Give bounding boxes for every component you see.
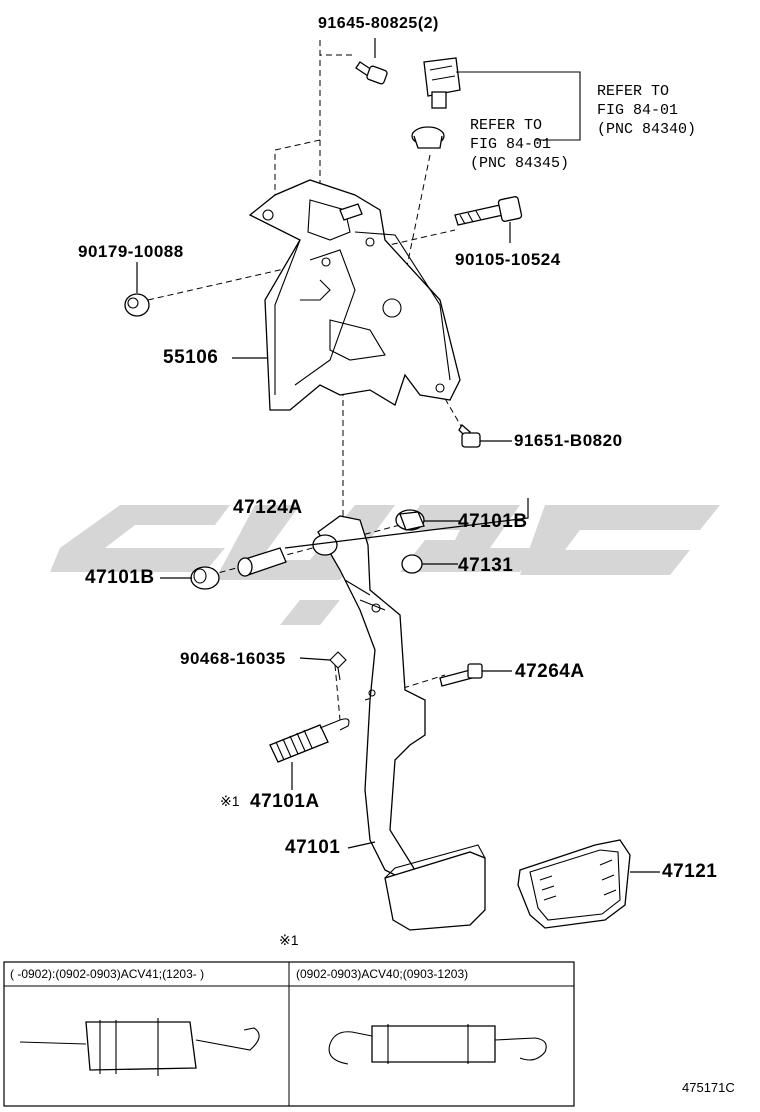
label-collar: 47124A xyxy=(233,497,303,518)
inset-left-header: ( -0902):(0902-0903)ACV41;(1203- ) xyxy=(10,967,205,981)
bracket-icon xyxy=(248,179,461,411)
pedal-pad-icon xyxy=(517,839,631,929)
inset-right-header: (0902-0903)ACV40;(0903-1203) xyxy=(296,967,469,981)
bolt-lower-icon xyxy=(458,423,481,448)
label-pedal: 47101 xyxy=(285,837,341,858)
label-bushing-right: 47101B xyxy=(458,511,528,532)
label-refer-2: REFER TO FIG 84-01 (PNC 84345) xyxy=(470,117,570,172)
label-cushion: 47131 xyxy=(458,555,514,576)
label-clip: 90468-16035 xyxy=(180,649,286,668)
bushing-left-icon xyxy=(190,566,220,590)
label-bolt-right: 90105-10524 xyxy=(455,250,561,269)
label-spring-mark: ※1 xyxy=(220,793,240,809)
label-pad: 47121 xyxy=(662,861,718,882)
nut-left-icon xyxy=(124,293,150,317)
leader-lines xyxy=(136,38,660,873)
spring-icon xyxy=(269,718,350,763)
label-spring: 47101A xyxy=(250,791,320,812)
label-nut-left: 90179-10088 xyxy=(78,242,184,261)
label-bolt-lower: 91651-B0820 xyxy=(514,431,623,450)
inset-box xyxy=(3,961,575,1107)
collar-icon xyxy=(237,547,287,577)
label-bolt-pedal: 47264A xyxy=(515,661,585,682)
diagram-id: 475171C xyxy=(682,1080,735,1095)
cushion-icon xyxy=(401,554,423,574)
label-refer-1: REFER TO FIG 84-01 (PNC 84340) xyxy=(597,83,697,138)
label-bolt-top: 91645-80825(2) xyxy=(318,15,439,32)
bolt-pedal-icon xyxy=(439,663,483,687)
inset-spring-a-icon xyxy=(19,1018,260,1076)
switch-icon xyxy=(423,57,581,141)
cushion-top-icon xyxy=(411,126,445,149)
label-bushing-left: 47101B xyxy=(85,567,155,588)
bushing-right-icon xyxy=(395,509,425,531)
label-bracket: 55106 xyxy=(163,347,219,368)
bolt-right-icon xyxy=(454,196,523,226)
bolt-top-icon xyxy=(355,61,388,85)
inset-marker: ※1 xyxy=(279,932,299,948)
pedal-foot-icon xyxy=(384,844,486,931)
pedal-arm-icon xyxy=(312,515,426,881)
inset-spring-b-icon xyxy=(328,1024,547,1065)
clip-icon xyxy=(329,651,347,681)
